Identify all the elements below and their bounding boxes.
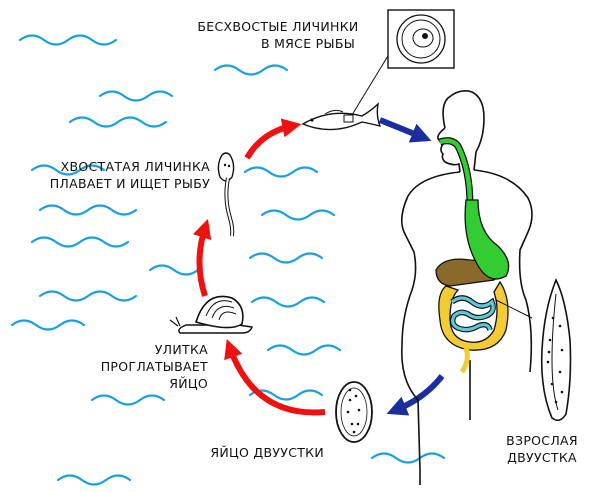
arrow-larva-to-fish [244, 118, 302, 160]
label-tailless-larvae-line-1: БЕСХВОСТЫЕ ЛИЧИНКИ [197, 19, 359, 34]
arrow-human-to-egg [386, 374, 445, 416]
snail-icon [169, 295, 253, 334]
fluke-egg-icon [335, 381, 373, 443]
human-silhouette [400, 90, 533, 485]
label-tailed-larva-line-2: ПЛАВАЕТ И ИЩЕТ РЫБУ [49, 176, 210, 191]
label-tailless-larvae: БЕСХВОСТЫЕ ЛИЧИНКИ В МЯСЕ РЫБЫ [172, 18, 384, 52]
label-snail-line-2: ПРОГЛАТЫВАЕТ [100, 359, 208, 374]
adult-fluke-icon [540, 278, 572, 422]
digestive-organs [435, 137, 533, 374]
label-tailless-larvae-line-2: В МЯСЕ РЫБЫ [260, 36, 356, 51]
cyst-inset-icon [387, 9, 455, 69]
label-tailed-larva-line-1: ХВОСТАТАЯ ЛИЧИНКА [60, 159, 210, 174]
arrow-fish-to-human [378, 117, 432, 143]
label-snail: УЛИТКА ПРОГЛАТЫВАЕТ ЯЙЦО [80, 341, 208, 392]
label-snail-line-3: ЯЙЦО [169, 376, 208, 391]
label-adult-fluke-line-1: ВЗРОСЛАЯ [506, 433, 578, 448]
stomach [464, 199, 510, 280]
large-intestine [438, 280, 509, 351]
water-waves [10, 34, 446, 486]
tailed-larva-icon [217, 152, 235, 237]
arrow-snail-to-larva [192, 218, 212, 297]
label-tailed-larva: ХВОСТАТАЯ ЛИЧИНКА ПЛАВАЕТ И ИЩЕТ РЫБУ [20, 158, 210, 192]
fish-icon [301, 45, 395, 131]
label-fluke-egg-line-1: ЯЙЦО ДВУУСТКИ [210, 445, 324, 460]
cycle-arrows [192, 118, 326, 416]
label-adult-fluke: ВЗРОСЛАЯ ДВУУСТКА [492, 432, 592, 466]
arrow-egg-to-snail [224, 338, 326, 416]
infection-arrows [378, 117, 445, 416]
label-snail-line-1: УЛИТКА [154, 342, 208, 357]
label-adult-fluke-line-2: ДВУУСТКА [507, 450, 577, 465]
label-fluke-egg: ЯЙЦО ДВУУСТКИ [168, 444, 324, 461]
